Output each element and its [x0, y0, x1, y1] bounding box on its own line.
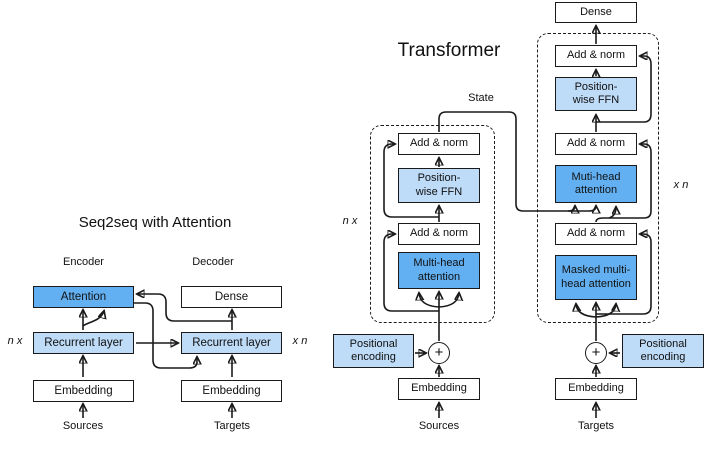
seq2seq-dense-box: Dense	[181, 286, 282, 308]
arrow-recurrent-to-attention-2	[82, 311, 104, 327]
encoder-positional-encoding-box: Positional encoding	[333, 334, 414, 368]
transformer-encoder-block-region	[370, 125, 495, 323]
encoder-plus-node: +	[428, 342, 450, 364]
decoder-position-wise-ffn-label: Position-wise FFN	[572, 80, 620, 106]
encoder-recurrent-label: Recurrent layer	[44, 336, 123, 349]
transformer-encoder-repeat-label: n x	[342, 215, 358, 227]
decoder-muti-head-attention-box: Muti-head attention	[555, 165, 637, 203]
seq2seq-targets-label: Targets	[213, 420, 251, 432]
seq2seq-encoder-embedding-box: Embedding	[33, 380, 134, 402]
encoder-position-wise-ffn-box: Position-wise FFN	[398, 168, 480, 203]
encoder-add-norm-2-label: Add & norm	[409, 137, 469, 150]
transformer-decoder-repeat-label: x n	[673, 179, 689, 191]
seq2seq-repeat-right-label: x n	[292, 335, 308, 347]
decoder-position-wise-ffn-box: Position-wise FFN	[555, 77, 637, 111]
decoder-add-norm-3-box: Add & norm	[555, 45, 637, 67]
decoder-dense-label: Dense	[580, 5, 612, 18]
decoder-add-norm-1-box: Add & norm	[555, 223, 637, 245]
decoder-label: Decoder	[192, 256, 234, 268]
seq2seq-decoder-recurrent-box: Recurrent layer	[181, 332, 282, 354]
encoder-add-norm-1-box: Add & norm	[398, 223, 480, 245]
encoder-plus-sign: +	[434, 344, 444, 361]
encoder-multi-head-attention-box: Multi-head attention	[398, 252, 480, 289]
seq2seq-repeat-left-label: n x	[7, 335, 23, 347]
decoder-plus-node: +	[585, 342, 607, 364]
attention-box: Attention	[33, 286, 134, 308]
seq2seq-dense-label: Dense	[214, 290, 249, 303]
decoder-add-norm-2-label: Add & norm	[566, 137, 626, 150]
encoder-label: Encoder	[63, 256, 104, 268]
decoder-add-norm-1-label: Add & norm	[566, 227, 626, 240]
decoder-embedding-box: Embedding	[555, 378, 637, 400]
decoder-masked-multi-head-attention-label: Masked multi-head attention	[561, 264, 631, 290]
seq2seq-title: Seq2seq with Attention	[78, 214, 232, 231]
encoder-positional-encoding-label: Positional encoding	[349, 337, 398, 363]
decoder-positional-encoding-label: Positional encoding	[639, 337, 687, 363]
seq2seq-encoder-recurrent-box: Recurrent layer	[33, 332, 134, 354]
decoder-recurrent-label: Recurrent layer	[192, 336, 271, 349]
seq2seq-decoder-embedding-box: Embedding	[181, 380, 282, 402]
decoder-embedding-label: Embedding	[202, 384, 261, 397]
encoder-position-wise-ffn-label: Position-wise FFN	[415, 172, 463, 198]
decoder-positional-encoding-box: Positional encoding	[622, 334, 704, 368]
decoder-add-norm-3-label: Add & norm	[566, 49, 626, 62]
attention-box-label: Attention	[60, 290, 107, 303]
transformer-decoder-embedding-label: Embedding	[568, 382, 624, 395]
decoder-dense-box: Dense	[555, 2, 637, 23]
decoder-plus-sign: +	[591, 344, 601, 361]
decoder-add-norm-2-box: Add & norm	[555, 133, 637, 155]
encoder-embedding-box: Embedding	[398, 378, 480, 400]
state-label: State	[468, 92, 494, 104]
encoder-add-norm-2-box: Add & norm	[398, 133, 480, 155]
encoder-multi-head-attention-label: Multi-head attention	[413, 257, 465, 283]
decoder-masked-multi-head-attention-box: Masked multi-head attention	[555, 255, 637, 300]
seq2seq-sources-label: Sources	[62, 420, 104, 432]
encoder-embedding-label: Embedding	[54, 384, 113, 397]
transformer-targets-label: Targets	[577, 420, 615, 432]
decoder-muti-head-attention-label: Muti-head attention	[571, 170, 621, 196]
transformer-sources-label: Sources	[418, 420, 460, 432]
transformer-encoder-embedding-label: Embedding	[411, 382, 467, 395]
encoder-add-norm-1-label: Add & norm	[409, 227, 469, 240]
transformer-title: Transformer	[397, 40, 501, 61]
